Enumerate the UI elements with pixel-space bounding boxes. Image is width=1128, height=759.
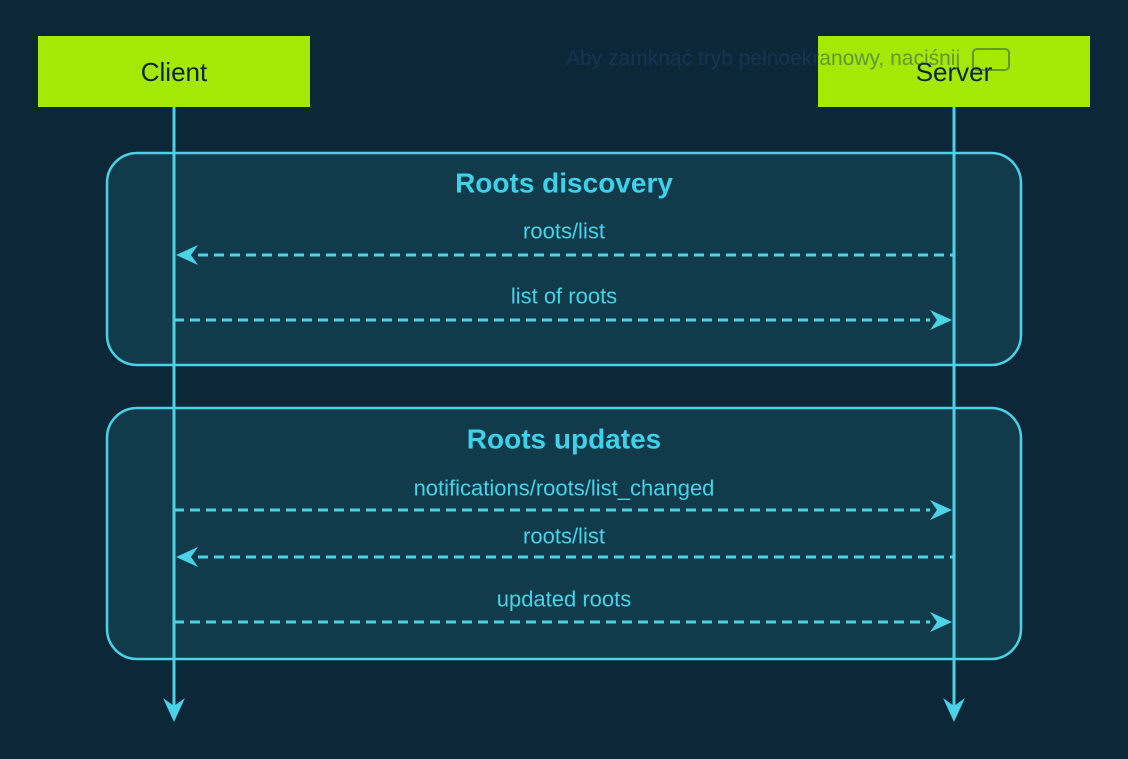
lifeline-client <box>163 107 185 722</box>
arrowhead-right-icon <box>930 500 952 520</box>
actor-label: Client <box>141 57 208 87</box>
group-title: Roots updates <box>467 424 661 455</box>
message-roots-list-1: roots/list <box>176 219 954 265</box>
message-label: notifications/roots/list_changed <box>414 476 715 501</box>
arrowhead-right-icon <box>930 612 952 632</box>
lifeline-end-arrow-icon <box>943 698 965 722</box>
message-list-changed: notifications/roots/list_changed <box>174 476 952 520</box>
message-label: roots/list <box>523 219 605 244</box>
group-box <box>105 151 1023 367</box>
actor-label: Server <box>916 57 993 87</box>
message-updated-roots: updated roots <box>174 587 952 632</box>
actor-client: Client <box>38 36 310 107</box>
lifeline-end-arrow-icon <box>163 698 185 722</box>
arrowhead-left-icon <box>176 547 198 567</box>
message-label: roots/list <box>523 524 605 549</box>
arrowhead-left-icon <box>176 245 198 265</box>
message-roots-list-2: roots/list <box>176 524 954 567</box>
group-roots-discovery: Roots discovery <box>105 151 1023 367</box>
actor-server: Server <box>818 36 1090 107</box>
message-label: updated roots <box>497 587 632 612</box>
message-list-of-roots: list of roots <box>174 284 952 330</box>
lifeline-server <box>943 107 965 722</box>
actor-box <box>818 36 1090 107</box>
message-label: list of roots <box>511 284 617 309</box>
group-title: Roots discovery <box>455 168 673 199</box>
arrowhead-right-icon <box>930 310 952 330</box>
group-roots-updates: Roots updates <box>105 406 1023 661</box>
actor-box <box>38 36 310 107</box>
group-box <box>105 406 1023 661</box>
